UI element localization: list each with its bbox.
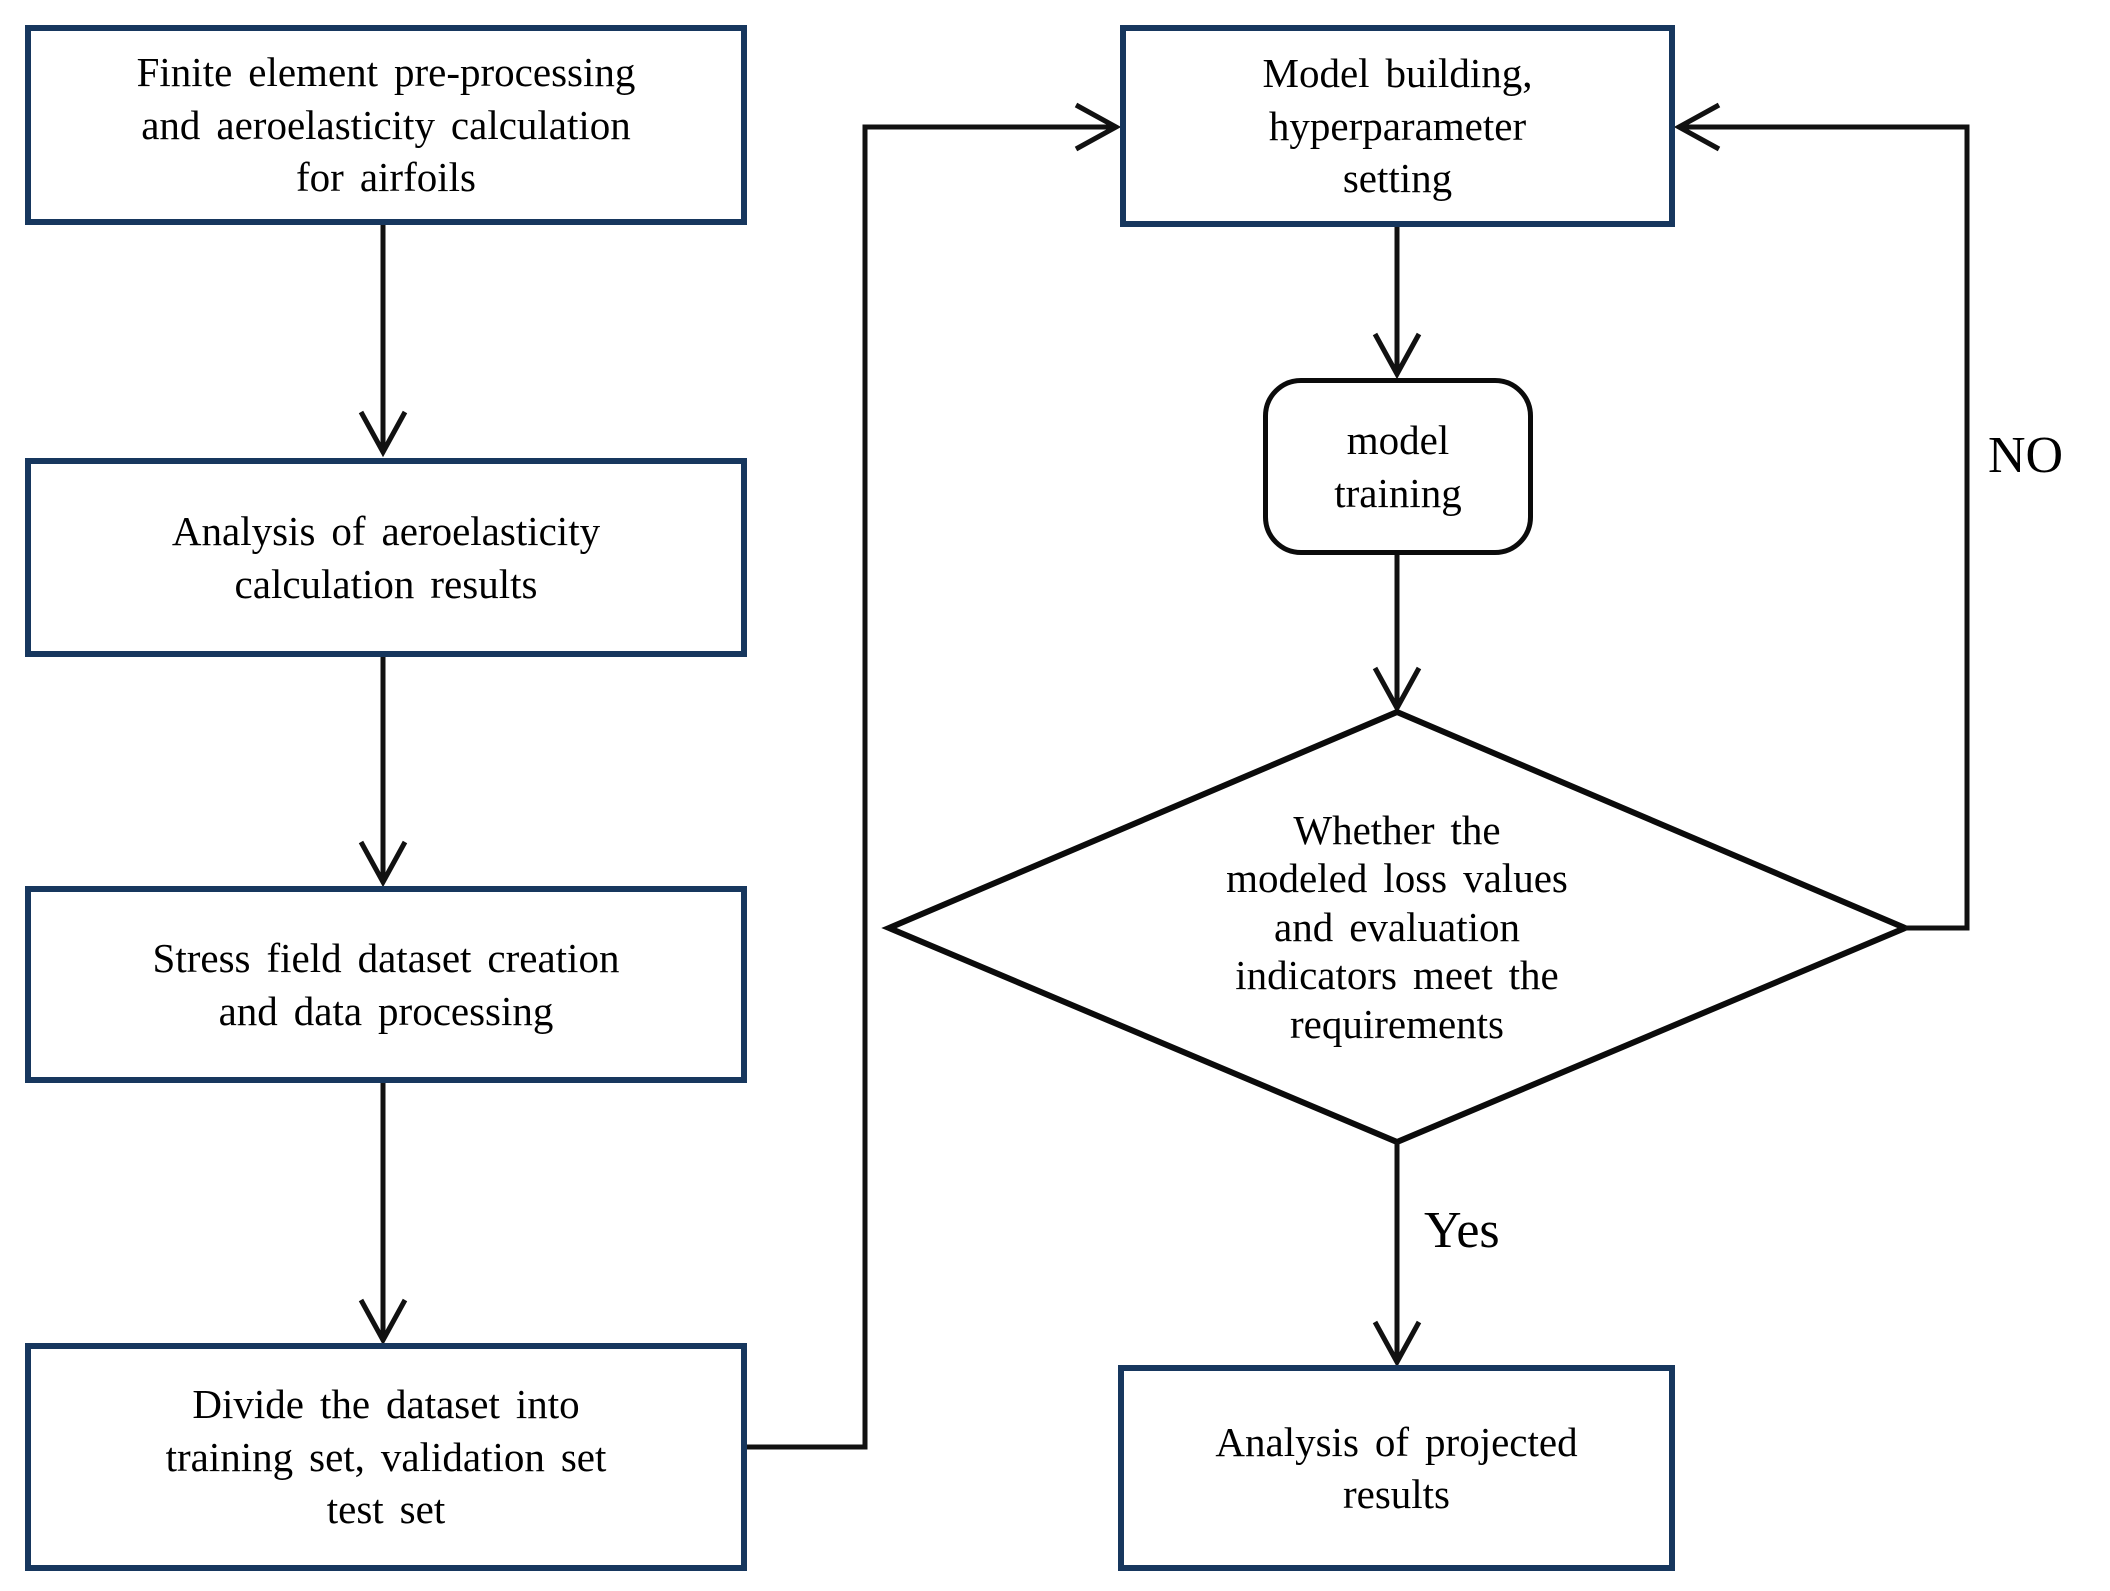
node-text-line: Divide the dataset into bbox=[192, 1381, 580, 1428]
node-analysis-aeroelasticity: Analysis of aeroelasticity calculation r… bbox=[25, 458, 747, 657]
arrow-decision-yes bbox=[1372, 1142, 1422, 1368]
arrow-stress-to-divide bbox=[358, 1083, 408, 1346]
node-text-line: indicators meet the bbox=[1235, 952, 1559, 999]
node-text-line: Finite element pre-processing bbox=[136, 49, 636, 96]
node-text-line: and aeroelasticity calculation bbox=[141, 101, 631, 148]
node-text-line: hyperparameter bbox=[1268, 102, 1527, 149]
node-text-line: Stress field dataset creation bbox=[152, 935, 620, 982]
node-text-line: and evaluation bbox=[1274, 903, 1520, 950]
node-model-training: model training bbox=[1263, 378, 1533, 555]
node-text-line: test set bbox=[326, 1486, 446, 1533]
arrow-training-to-decision bbox=[1372, 555, 1422, 714]
node-text-line: modeled loss values bbox=[1226, 855, 1568, 902]
edge-label-yes: Yes bbox=[1424, 1202, 1500, 1259]
node-text-line: requirements bbox=[1289, 1000, 1505, 1047]
node-text-line: results bbox=[1342, 1471, 1451, 1517]
node-analysis-projected: Analysis of projected results bbox=[1118, 1365, 1675, 1571]
node-decision-text: Whether the modeled loss values and eval… bbox=[1077, 806, 1717, 1048]
node-text-line: setting bbox=[1342, 155, 1453, 202]
node-text-line: Analysis of aeroelasticity bbox=[171, 508, 601, 555]
arrow-analysis-to-stress bbox=[358, 657, 408, 888]
node-stress-field-dataset: Stress field dataset creation and data p… bbox=[25, 886, 747, 1083]
node-text-line: for airfoils bbox=[296, 154, 476, 201]
arrow-building-to-training bbox=[1372, 227, 1422, 380]
arrow-finite-to-analysis bbox=[358, 225, 408, 458]
node-model-building: Model building, hyperparameter setting bbox=[1120, 25, 1675, 227]
node-text-line: model bbox=[1346, 417, 1450, 464]
edge-label-no: NO bbox=[1988, 427, 2064, 484]
node-text-line: training bbox=[1334, 469, 1462, 516]
node-text-line: Whether the bbox=[1293, 807, 1501, 853]
connector-decision-no-loop bbox=[1673, 102, 1970, 931]
node-text-line: training set, validation set bbox=[165, 1433, 607, 1480]
connector-divide-to-model-building bbox=[747, 102, 1122, 1450]
node-finite-element-preprocessing: Finite element pre-processing and aeroel… bbox=[25, 25, 747, 225]
node-text-line: Analysis of projected bbox=[1215, 1418, 1578, 1465]
node-text-line: and data processing bbox=[218, 987, 554, 1034]
node-text-line: Model building, bbox=[1262, 50, 1533, 97]
node-text-line: calculation results bbox=[234, 560, 538, 607]
node-divide-dataset: Divide the dataset into training set, va… bbox=[25, 1343, 747, 1571]
